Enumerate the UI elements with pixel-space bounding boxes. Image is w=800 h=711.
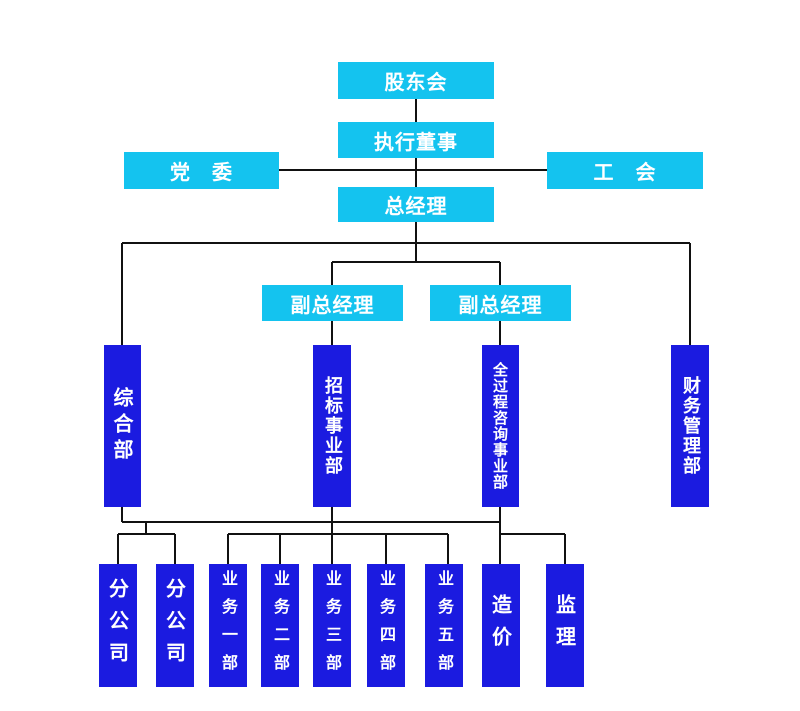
cost-box: 造价 bbox=[482, 564, 520, 687]
executive-director-box: 执行董事 bbox=[338, 122, 494, 158]
biz-unit-box-5: 业务五部 bbox=[425, 564, 463, 687]
branch-box-1: 分公司 bbox=[99, 564, 137, 687]
shareholders-box: 股东会 bbox=[338, 62, 494, 99]
biz-unit-label-4: 业务四部 bbox=[377, 569, 396, 682]
general-dept-label: 综合部 bbox=[110, 387, 134, 465]
biz-unit-box-1: 业务一部 bbox=[209, 564, 247, 687]
deputy-gm-box-1: 副总经理 bbox=[262, 285, 403, 321]
cost-label: 造价 bbox=[488, 593, 513, 658]
biz-unit-box-3: 业务三部 bbox=[313, 564, 351, 687]
party-committee-label: 党 委 bbox=[170, 160, 233, 184]
finance-dept-label: 财务管理部 bbox=[680, 376, 701, 476]
shareholders-label: 股东会 bbox=[384, 70, 448, 94]
consulting-dept-box: 全过程咨询事业部 bbox=[482, 345, 519, 507]
deputy-gm-label-2: 副总经理 bbox=[458, 292, 543, 317]
general-manager-label: 总经理 bbox=[384, 194, 448, 218]
bidding-dept-label: 招标事业部 bbox=[322, 376, 343, 476]
executive-director-label: 执行董事 bbox=[374, 129, 458, 154]
branch-label-2: 分公司 bbox=[162, 577, 187, 674]
deputy-gm-box-2: 副总经理 bbox=[430, 285, 571, 321]
biz-unit-box-2: 业务二部 bbox=[261, 564, 299, 687]
party-committee-box: 党 委 bbox=[124, 152, 279, 189]
biz-unit-box-4: 业务四部 bbox=[367, 564, 405, 687]
biz-unit-label-2: 业务二部 bbox=[271, 569, 290, 682]
general-manager-box: 总经理 bbox=[338, 187, 494, 222]
biz-unit-label-1: 业务一部 bbox=[219, 569, 238, 682]
supervision-box: 监理 bbox=[546, 564, 584, 687]
consulting-dept-label: 全过程咨询事业部 bbox=[491, 362, 509, 490]
finance-dept-box: 财务管理部 bbox=[671, 345, 709, 507]
deputy-gm-label-1: 副总经理 bbox=[290, 292, 375, 317]
supervision-label: 监理 bbox=[552, 593, 577, 658]
trade-union-box: 工 会 bbox=[547, 152, 703, 189]
trade-union-label: 工 会 bbox=[593, 160, 657, 184]
branch-box-2: 分公司 bbox=[156, 564, 194, 687]
biz-unit-label-5: 业务五部 bbox=[435, 569, 454, 682]
biz-unit-label-3: 业务三部 bbox=[323, 569, 342, 682]
bidding-dept-box: 招标事业部 bbox=[313, 345, 351, 507]
general-dept-box: 综合部 bbox=[104, 345, 141, 507]
branch-label-1: 分公司 bbox=[105, 577, 130, 674]
